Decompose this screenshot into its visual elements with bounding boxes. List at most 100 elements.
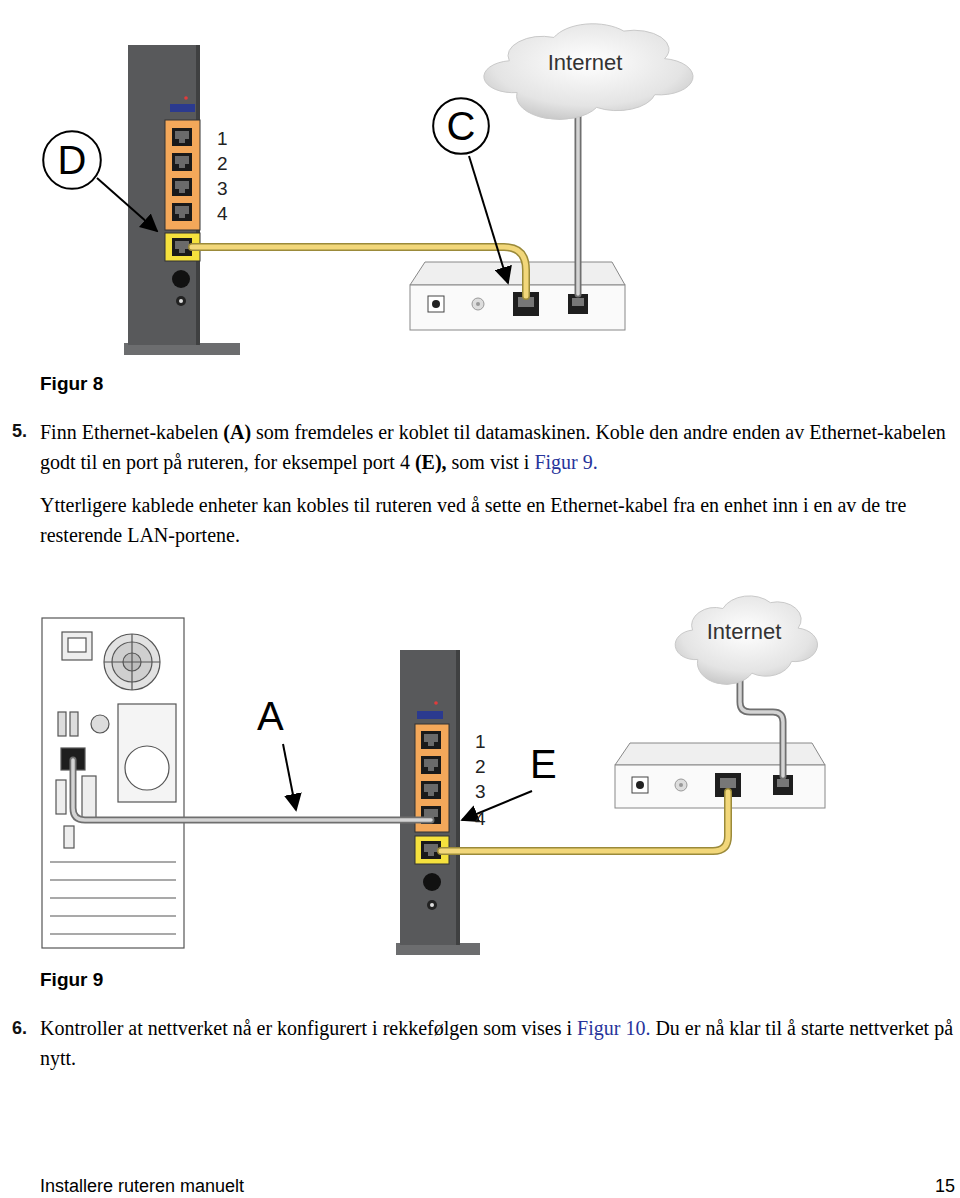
router-fig9-part <box>400 650 460 945</box>
router-fig8-part <box>179 299 183 303</box>
step-text: Finn Ethernet-kabelen <box>40 421 218 443</box>
computer-fig9-part <box>125 746 169 790</box>
modem-fig8-part <box>428 296 444 312</box>
router-fig8-part <box>172 203 192 221</box>
callout-reference: (A) <box>223 421 251 443</box>
computer-fig9-part <box>50 933 176 934</box>
computer-fig9 <box>42 618 184 948</box>
circle-shape <box>43 131 101 189</box>
router-fig8-part <box>176 296 186 306</box>
callout-letter: A <box>257 693 284 739</box>
port-number: 1 <box>475 731 486 753</box>
modem-fig9-part <box>636 781 644 789</box>
leader-line-part <box>462 791 532 820</box>
modem-fig8-part <box>410 262 625 285</box>
figure-caption: Figur 9 <box>40 969 103 991</box>
modem-fig9-part <box>679 783 683 787</box>
computer-fig9-part <box>131 634 132 690</box>
callout-reference: (E), <box>415 451 447 473</box>
cable-fig9 <box>73 678 783 851</box>
modem-fig8 <box>410 262 625 330</box>
cable-fig9-part <box>73 760 431 820</box>
computer-fig9-part <box>104 634 160 690</box>
cable-fig8-part <box>575 112 582 294</box>
router-fig8 <box>124 45 240 355</box>
leader-line-part <box>469 156 508 283</box>
router-fig8-part <box>172 178 192 196</box>
computer-fig9-part <box>42 618 184 948</box>
modem-fig9-part <box>675 779 687 791</box>
cloud-label: Internet <box>707 620 782 644</box>
circle-shape <box>433 98 489 154</box>
computer-fig9-part <box>50 861 176 862</box>
callout-circle: C <box>432 97 490 155</box>
cable-fig9-part <box>73 760 431 820</box>
modem-fig8-part <box>476 302 480 306</box>
cloud-label: Internet <box>548 51 623 75</box>
router-fig8-part <box>172 153 192 171</box>
computer-fig9-part <box>50 879 176 880</box>
leader-line-part <box>283 744 296 810</box>
port-number: 4 <box>217 203 228 225</box>
footer-title: Installere ruteren manuelt <box>40 1176 244 1197</box>
computer-fig9-part <box>50 897 176 898</box>
figure-link: Figur 9. <box>534 451 597 473</box>
step-number: 6. <box>12 1018 27 1039</box>
page-number: 15 <box>935 1176 955 1197</box>
port-number: 3 <box>217 178 228 200</box>
step-text: som vist i <box>452 451 530 473</box>
router-fig9-part <box>427 900 437 910</box>
router-fig8-part <box>172 270 190 288</box>
modem-fig8-part <box>410 285 625 330</box>
modem-fig9-part <box>720 778 736 788</box>
internet-cloud: Internet <box>488 12 682 118</box>
router-fig8-part <box>165 120 200 230</box>
modem-fig9 <box>615 743 825 808</box>
paragraph: Finn Ethernet-kabelen (A) som fremdeles … <box>40 417 955 477</box>
computer-fig9-part <box>58 712 66 736</box>
leader-line <box>283 744 532 820</box>
router-fig9-part <box>421 781 441 799</box>
cable-fig9-part <box>740 678 783 776</box>
computer-fig9-part <box>68 638 86 652</box>
cable-fig8-part <box>576 112 580 294</box>
modem-fig8-part <box>472 298 484 310</box>
leader-line-part <box>97 178 157 231</box>
modem-fig9-part <box>777 779 789 787</box>
cable-fig8-part <box>192 247 526 296</box>
leader-line <box>97 156 508 283</box>
cable-fig9-part <box>740 678 783 776</box>
computer-fig9-part <box>70 712 78 736</box>
paragraph: Kontroller at nettverket nå er konfigure… <box>40 1013 955 1073</box>
computer-fig9-part <box>91 715 109 733</box>
router-fig9-part <box>456 650 460 945</box>
computer-fig9-part <box>64 826 74 848</box>
router-fig9-part <box>417 711 443 719</box>
computer-fig9-part <box>50 915 176 916</box>
callout-circle: D <box>42 130 102 190</box>
computer-fig9-part <box>56 780 66 814</box>
figure-link: Figur 10. <box>577 1017 650 1039</box>
router-fig8-part <box>128 45 200 345</box>
router-fig9-part <box>434 701 438 705</box>
cloud-shape <box>484 24 693 120</box>
modem-fig9-part <box>615 743 825 765</box>
computer-fig9-part <box>62 632 92 660</box>
callout-letter: E <box>530 741 557 787</box>
router-fig9-part <box>423 873 441 891</box>
router-fig9-part <box>415 724 449 832</box>
router-fig9-part <box>421 756 441 774</box>
router-fig8-part <box>184 96 188 100</box>
step-number: 5. <box>12 421 27 442</box>
computer-fig9-part <box>82 776 96 820</box>
port-number: 4 <box>475 808 486 830</box>
step-text: Kontroller at nettverket nå er konfigure… <box>40 1017 572 1039</box>
figure-caption: Figur 8 <box>40 373 103 395</box>
cable-fig8-part <box>192 247 526 296</box>
router-fig9 <box>396 650 480 955</box>
modem-fig8-part <box>572 298 584 306</box>
step-text: Ytterligere kablede enheter kan kobles t… <box>40 490 955 550</box>
modem-fig9-part <box>632 777 648 793</box>
cable-fig8 <box>192 112 578 296</box>
router-fig9-part <box>421 731 441 749</box>
